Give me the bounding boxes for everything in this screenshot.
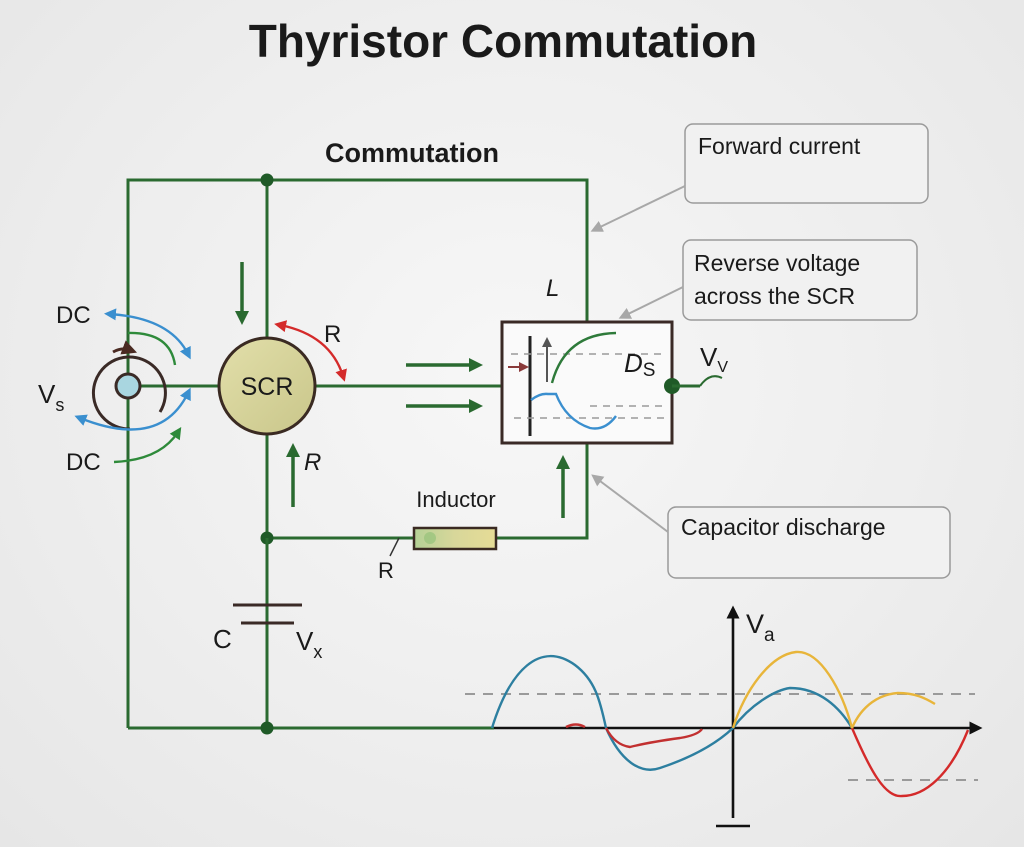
callout-text: Forward current (698, 133, 861, 159)
inductor-label: Inductor (416, 487, 496, 512)
yellow-segment-series-2 (850, 691, 936, 729)
callout-forward-current: Forward current (590, 123, 929, 232)
diode-box[interactable]: DS (500, 320, 680, 445)
inductor-tag-line (389, 537, 400, 557)
inductor-body[interactable] (412, 526, 498, 551)
outer-loop-wire (126, 178, 589, 728)
red-arrow-r-icon (274, 320, 347, 382)
output-squiggle (699, 375, 723, 387)
circuit-wires (126, 173, 589, 735)
callout-text-line1: Reverse voltage (694, 250, 860, 276)
box-label-l: L (546, 275, 559, 302)
green-arc-top (127, 331, 177, 366)
scr-component[interactable]: SCR (217, 336, 317, 436)
source-voltage-label: Vs (38, 379, 64, 415)
callout-box (667, 506, 951, 579)
waveform-plot: Va (459, 605, 983, 828)
blue-arrow-bottom-icon (74, 387, 191, 431)
callout-box (682, 239, 918, 321)
callout-capacitor-discharge: Capacitor discharge (591, 474, 951, 579)
output-voltage-label: VV (700, 342, 728, 376)
blue-arrow-top-icon (104, 308, 191, 360)
box-blue-curve (530, 392, 617, 430)
scr-label: SCR (241, 373, 294, 401)
callout-text-line2: across the SCR (694, 283, 855, 309)
red-segment-series-1 (565, 723, 703, 749)
capacitor-label: C (213, 624, 232, 654)
junction-dot-top (260, 173, 274, 187)
source-terminal (114, 372, 142, 400)
callout-text: Capacitor discharge (681, 514, 886, 540)
callout-pointer-icon (590, 185, 686, 232)
source-label-dc-top: DC (56, 302, 91, 329)
callout-pointer-icon (618, 286, 684, 319)
box-label-d: DS (624, 348, 655, 381)
page-title: Thyristor Commutation (249, 15, 758, 67)
inductor-component[interactable] (412, 526, 498, 551)
yellow-segment-series-1 (731, 650, 854, 729)
callout-pointer-icon (591, 474, 669, 533)
source-label-dc-bottom: DC (66, 449, 101, 476)
junction-dot-bottom (260, 721, 274, 735)
waveform-axis-label: Va (746, 609, 775, 646)
inductor-highlight (424, 532, 436, 544)
capacitor-component[interactable] (233, 538, 302, 625)
diode-box-frame[interactable] (500, 320, 674, 445)
inductor-tag-label: R (378, 558, 394, 583)
callout-box (684, 123, 929, 204)
capacitor-voltage-label: Vx (296, 626, 322, 662)
red-segment-series-2 (850, 727, 970, 798)
inductor-to-box-wire (496, 443, 589, 540)
green-arrow-bottom-icon (113, 426, 182, 464)
scr-label-r-bottom: R (304, 449, 321, 476)
diagram-subtitle: Commutation (325, 138, 499, 168)
dc-source: DC DC Vs (38, 302, 191, 476)
blue-sine-series (490, 654, 854, 771)
box-green-curve (550, 331, 617, 384)
scr-label-r-top: R (324, 321, 341, 348)
callout-reverse-voltage: Reverse voltage across the SCR (618, 239, 918, 321)
